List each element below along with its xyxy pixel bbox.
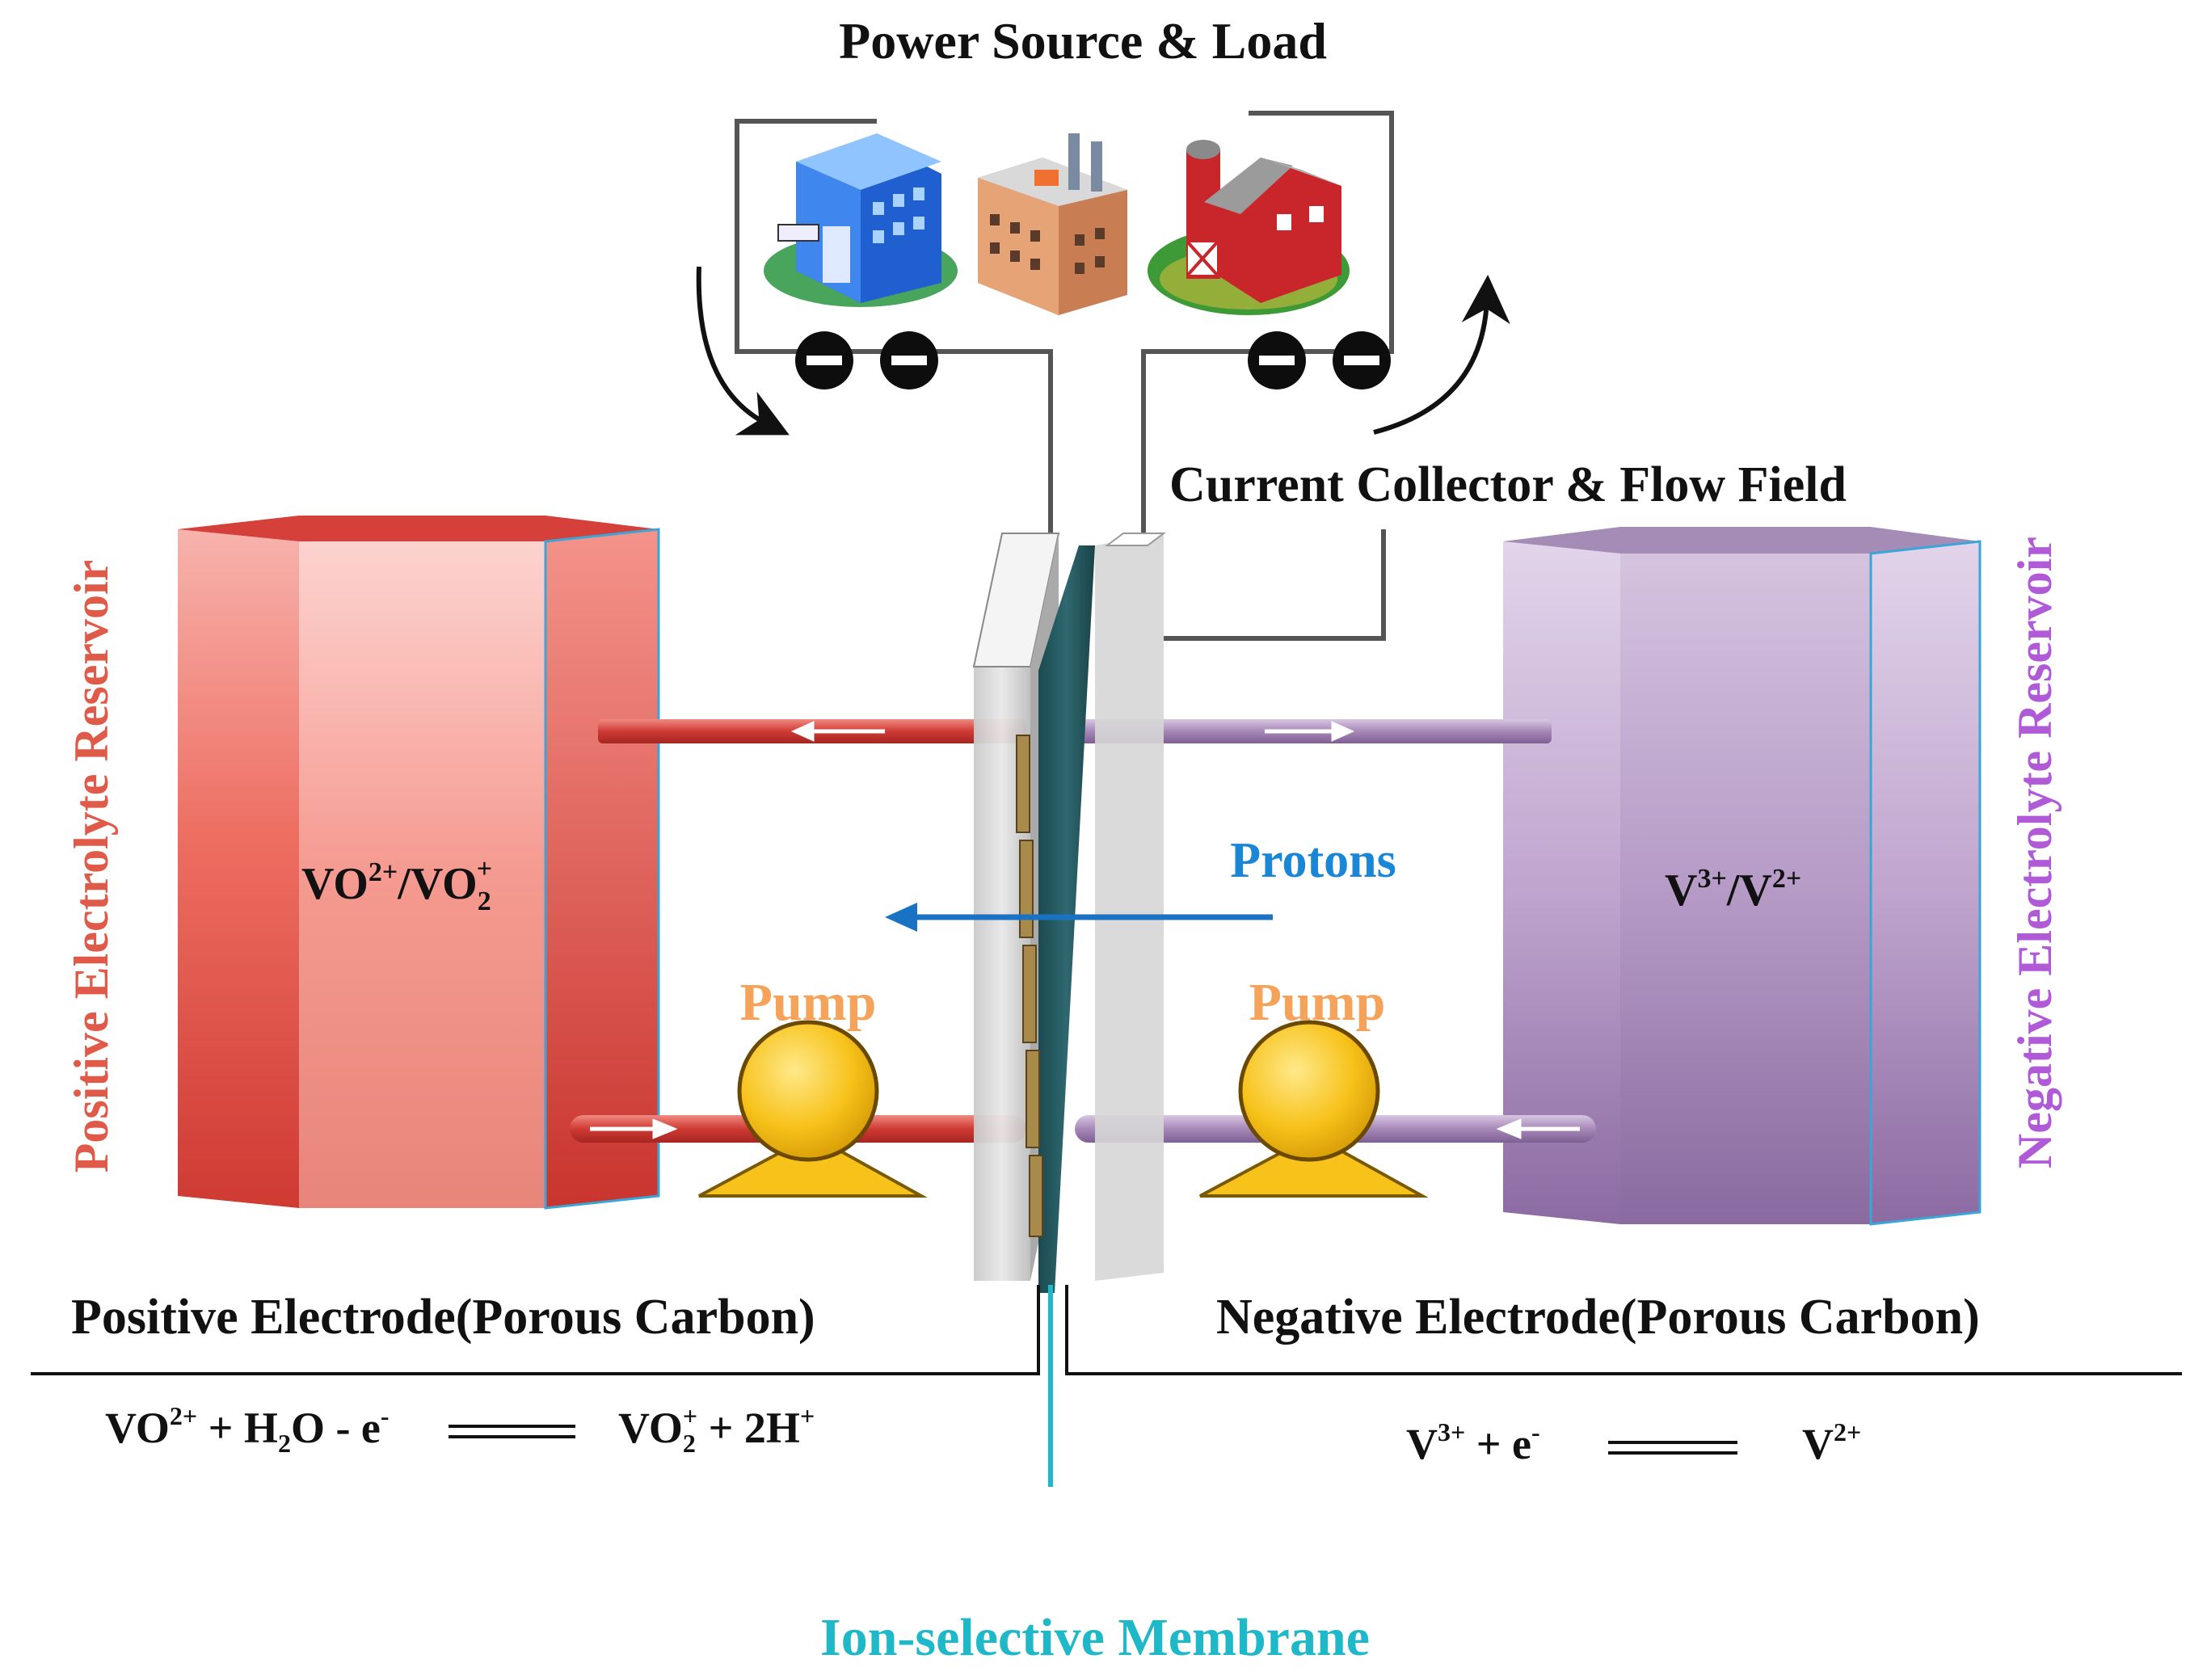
svg-text:VO2+ + H2O - e-: VO2+ + H2O - e-: [105, 1401, 390, 1458]
svg-text:V2+: V2+: [1802, 1417, 1861, 1468]
svg-text:V3+ + e-: V3+ + e-: [1406, 1417, 1540, 1468]
pump-left-label: Pump: [740, 973, 877, 1032]
positive-half-reaction: VO2+ + H2O - e- VO2+ + 2H+: [105, 1401, 815, 1458]
positive-reservoir-label: Positive Electrolyte Reservoir: [65, 560, 118, 1173]
svg-text:VO2+ + 2H+: VO2+ + 2H+: [618, 1401, 815, 1458]
protons-label: Protons: [1230, 833, 1396, 888]
positive-couple-label: VO2+/VO2+: [301, 854, 492, 916]
cell-stack: [972, 533, 1166, 1293]
protons-arrow: [885, 903, 1273, 932]
positive-reservoir: [178, 516, 660, 1210]
office-building-icon: [764, 133, 958, 307]
membrane-label: Ion-selective Membrane: [820, 1608, 1370, 1667]
electron-icon: [795, 331, 1391, 389]
external-circuit: [735, 111, 1394, 641]
pipes: [570, 719, 1596, 1143]
current-arrow-right: [1373, 275, 1510, 435]
pump-right: [1199, 1020, 1429, 1198]
porous-electrode: [1016, 735, 1043, 1237]
current-arrow-left: [696, 266, 790, 436]
negative-electrode-label: Negative Electrode(Porous Carbon): [1216, 1290, 1980, 1345]
baseline: [31, 1285, 2182, 1375]
diagram-title: Power Source & Load: [839, 12, 1327, 69]
pump-right-label: Pump: [1249, 973, 1386, 1032]
pump-left: [698, 1020, 928, 1198]
factory-icon: [978, 133, 1127, 315]
negative-reservoir: [1503, 527, 1982, 1226]
barn-icon: [1148, 140, 1350, 315]
negative-reservoir-label: Negative Electrolyte Reservoir: [2008, 537, 2062, 1168]
negative-couple-label: V3+/V2+: [1665, 864, 1801, 916]
positive-electrode-label: Positive Electrode(Porous Carbon): [71, 1290, 815, 1345]
current-collector-label: Current Collector & Flow Field: [1169, 457, 1847, 512]
negative-half-reaction: V3+ + e- V2+: [1406, 1417, 1861, 1468]
